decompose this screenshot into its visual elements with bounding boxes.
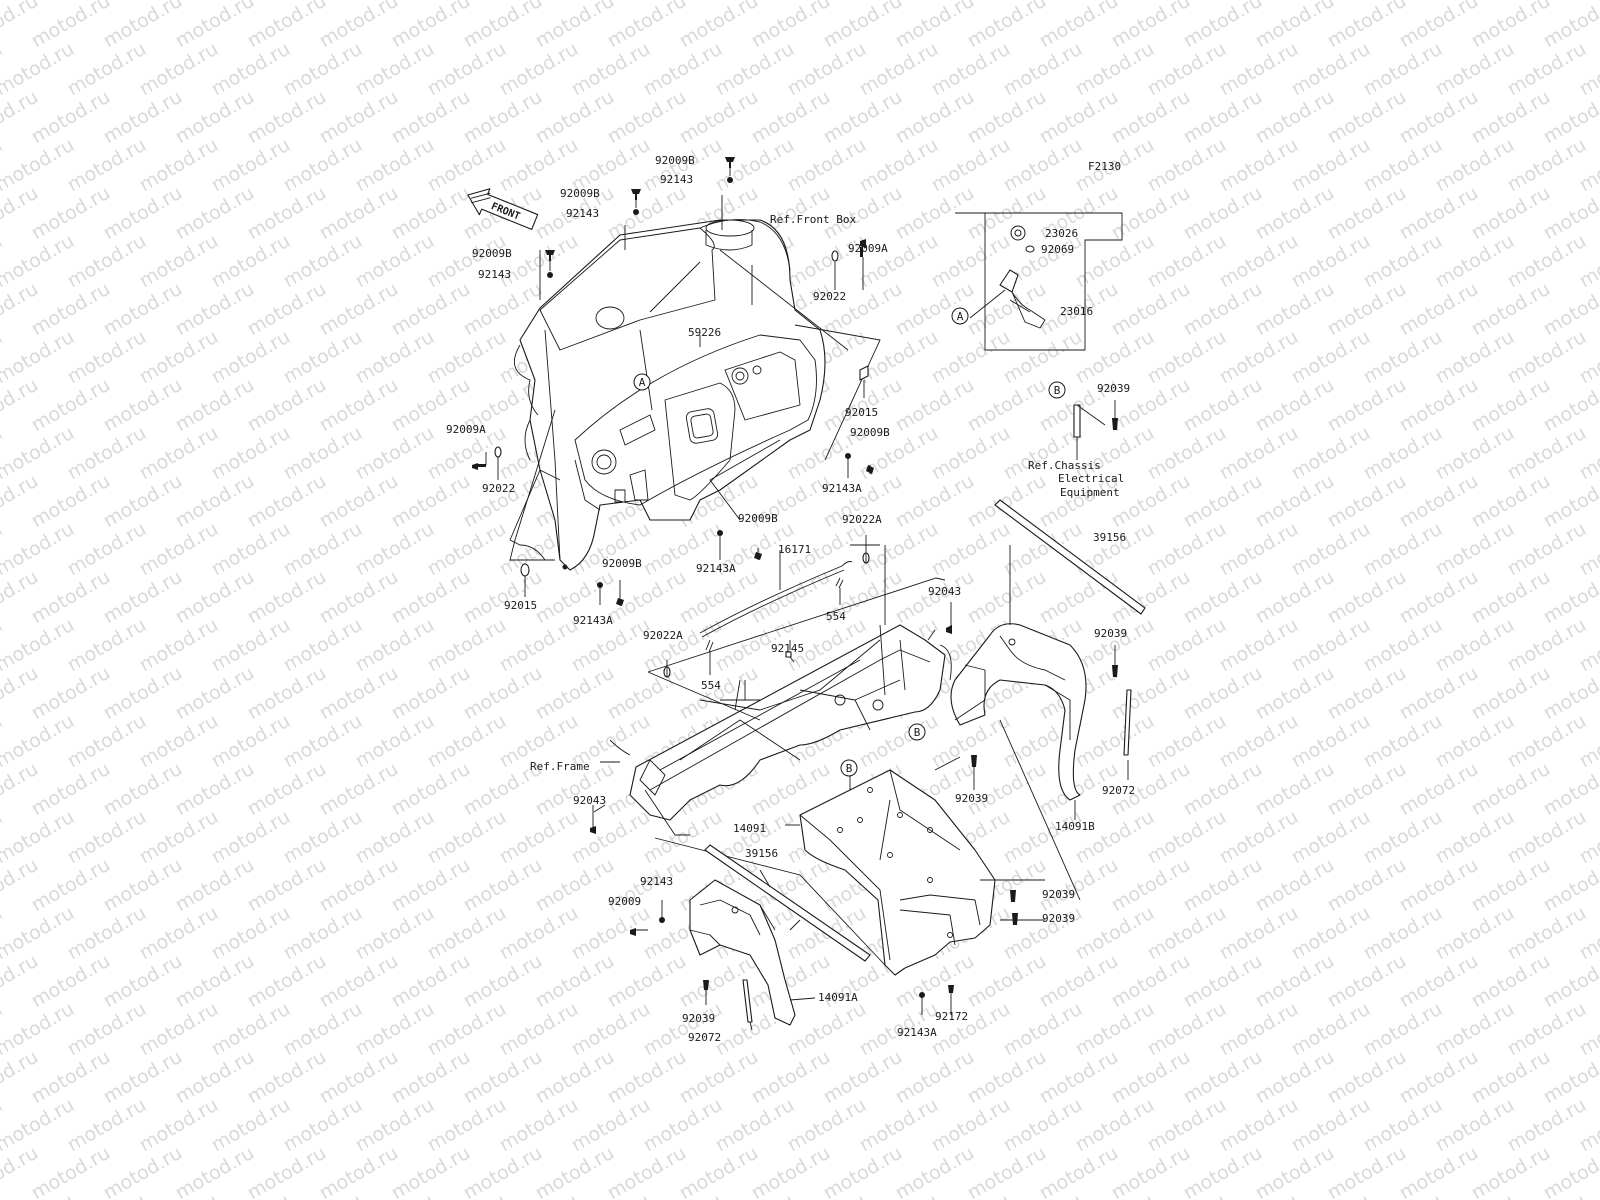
part-label-p3: 92009B bbox=[560, 187, 600, 200]
part-label-p36: 92039 bbox=[1094, 627, 1127, 640]
part-label-p10: 59226 bbox=[688, 326, 721, 339]
part-label-p51: 92143A bbox=[897, 1026, 937, 1039]
part-label-p25: 92022A bbox=[643, 629, 683, 642]
part-label-p18: 92143A bbox=[696, 562, 736, 575]
hardware-icons bbox=[472, 157, 1118, 998]
frame-crossmember[interactable] bbox=[609, 624, 952, 836]
part-label-p44: 92143 bbox=[640, 875, 673, 888]
part-label-p16: 92009B bbox=[738, 512, 778, 525]
fender-14091b[interactable] bbox=[950, 623, 1087, 801]
part-label-p14: 92009A bbox=[446, 423, 486, 436]
part-label-p39: 92039 bbox=[955, 792, 988, 805]
figure-code: F2130 bbox=[1088, 160, 1121, 173]
part-label-p22: 92143A bbox=[573, 614, 613, 627]
part-label-p42: 14091 bbox=[733, 822, 766, 835]
part-label-p48: 14091A bbox=[818, 991, 858, 1004]
part-label-p47: 92039 bbox=[1042, 912, 1075, 925]
part-label-p29: 92069 bbox=[1041, 243, 1074, 256]
part-label-p31: 92039 bbox=[1097, 382, 1130, 395]
part-label-p38: 92043 bbox=[573, 794, 606, 807]
part-label-p17: 92022A bbox=[842, 513, 882, 526]
connector-b[interactable] bbox=[1073, 404, 1106, 460]
part-label-p13: 92143A bbox=[822, 482, 862, 495]
detail-box-a bbox=[955, 212, 1123, 351]
part-label-p43: 39156 bbox=[745, 847, 778, 860]
part-label-p11: 92015 bbox=[845, 406, 878, 419]
callout-letter-c5: B bbox=[846, 762, 853, 775]
part-label-p30: 23016 bbox=[1060, 305, 1093, 318]
callout-circle-c1 bbox=[633, 373, 651, 391]
callout-letter-c2: A bbox=[957, 310, 964, 323]
part-label-p50: 92072 bbox=[688, 1031, 721, 1044]
part-label-p24: 92145 bbox=[771, 642, 804, 655]
part-label-p49: 92039 bbox=[682, 1012, 715, 1025]
part-label-p35: 39156 bbox=[1093, 531, 1126, 544]
part-label-p28: 23026 bbox=[1045, 227, 1078, 240]
part-label-p41: 14091B bbox=[1055, 820, 1095, 833]
callout-circle-c3 bbox=[1048, 381, 1066, 399]
fender-14091a[interactable] bbox=[689, 879, 796, 1026]
part-label-p9: 92009A bbox=[848, 242, 888, 255]
part-label-p15: 92022 bbox=[482, 482, 515, 495]
part-label-p26: 554 bbox=[701, 679, 721, 692]
callout-letter-c1: A bbox=[639, 376, 646, 389]
callout-circle-c4 bbox=[908, 723, 926, 741]
part-label-p7: 92143 bbox=[478, 268, 511, 281]
part-label-p8: 92022 bbox=[813, 290, 846, 303]
strip-39156-upper[interactable] bbox=[994, 499, 1146, 615]
part-label-p5: Ref.Front Box bbox=[770, 213, 856, 226]
part-label-p21: 92015 bbox=[504, 599, 537, 612]
part-label-p40: 92072 bbox=[1102, 784, 1135, 797]
part-label-p2: 92143 bbox=[660, 173, 693, 186]
part-label-p45: 92009 bbox=[608, 895, 641, 908]
part-label-p33: Electrical bbox=[1058, 472, 1124, 485]
part-label-p20: 92009B bbox=[602, 557, 642, 570]
front-arrow-icon: FRONT bbox=[467, 188, 539, 230]
part-label-p23: 554 bbox=[826, 610, 846, 623]
watermark-text: motod.ru bbox=[1576, 0, 1600, 4]
washer-92069-icon[interactable] bbox=[1025, 245, 1035, 253]
part-label-p27: 92043 bbox=[928, 585, 961, 598]
dash-panel-59226[interactable] bbox=[509, 219, 826, 571]
part-label-p6: 92009B bbox=[472, 247, 512, 260]
strip-39156-lower[interactable] bbox=[704, 844, 871, 962]
callout-circle-c2 bbox=[951, 307, 969, 325]
part-label-p46: 92039 bbox=[1042, 888, 1075, 901]
callout-letter-c4: B bbox=[914, 726, 921, 739]
part-label-p12: 92009B bbox=[850, 426, 890, 439]
callout-circle-c5 bbox=[840, 759, 858, 777]
part-label-p19: 16171 bbox=[778, 543, 811, 556]
callout-letter-c3: B bbox=[1054, 384, 1061, 397]
part-label-p32: Ref.Chassis bbox=[1028, 459, 1101, 472]
part-label-p52: 92172 bbox=[935, 1010, 968, 1023]
center-panel-14091[interactable] bbox=[799, 769, 996, 976]
key-switch-23016[interactable] bbox=[999, 269, 1046, 329]
rod-92072-right[interactable] bbox=[1123, 689, 1132, 756]
rod-92072-left[interactable] bbox=[742, 979, 753, 1023]
part-label-p4: 92143 bbox=[566, 207, 599, 220]
part-label-p1: 92009B bbox=[655, 154, 695, 167]
part-label-p37: Ref.Frame bbox=[530, 760, 590, 773]
callout-letters: A A B B B bbox=[633, 307, 1066, 777]
cable-16171[interactable] bbox=[699, 565, 843, 634]
part-label-p34: Equipment bbox=[1060, 486, 1120, 499]
